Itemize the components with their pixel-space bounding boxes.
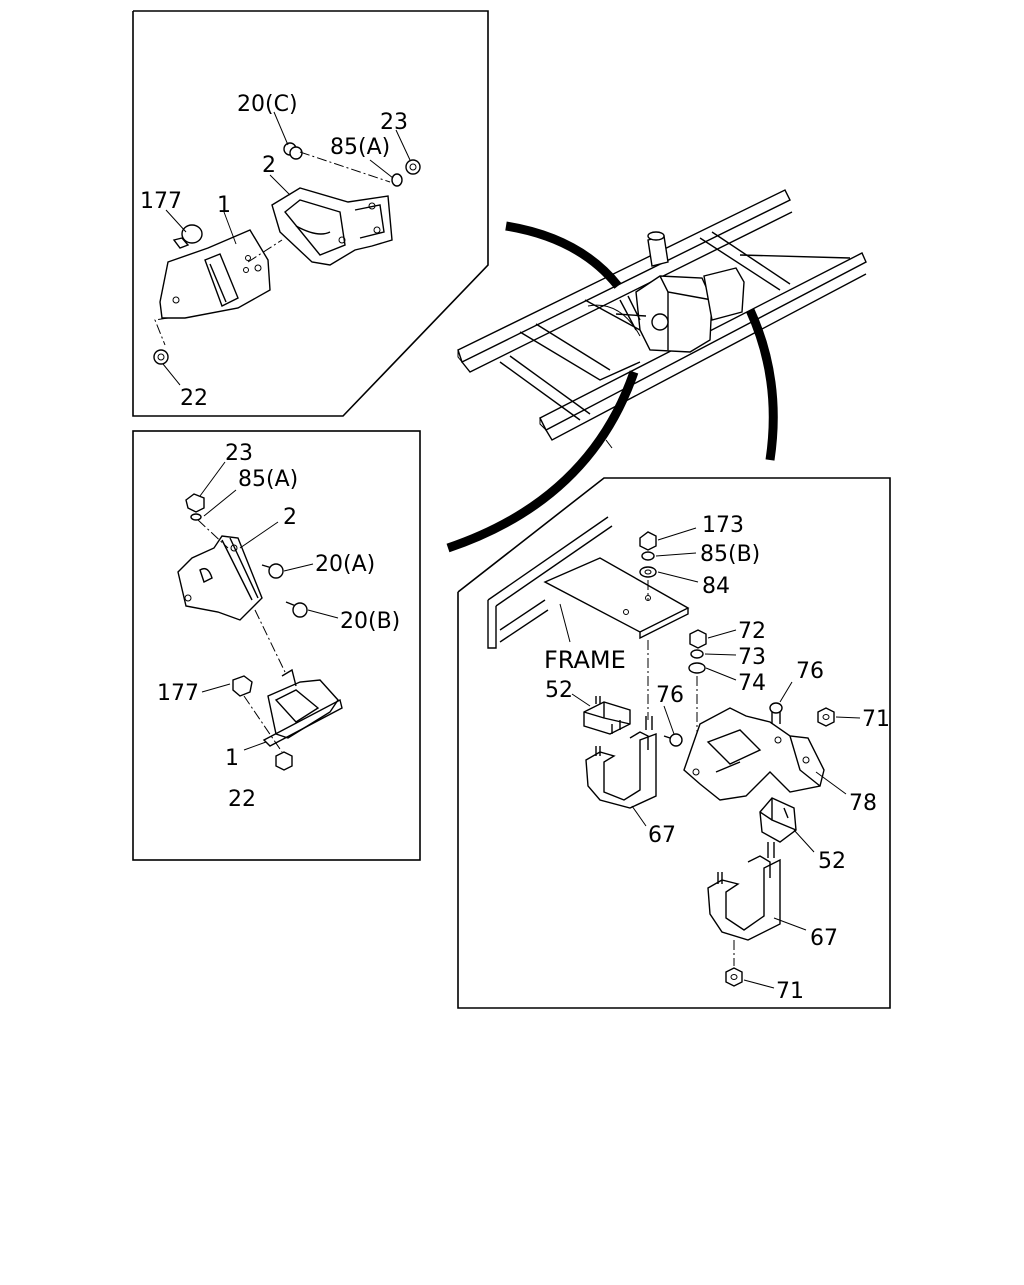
part-85a-washer-mid <box>190 513 202 521</box>
callout-22-mid: 22 <box>228 787 256 812</box>
part-73-washer <box>690 649 704 659</box>
panel-right-border <box>457 477 891 1009</box>
label-frame: FRAME <box>544 646 626 674</box>
callout-71-top: 71 <box>862 707 890 732</box>
part-20b-bolt <box>285 601 308 618</box>
part-72-nut <box>689 629 707 649</box>
vehicle-frame-overview <box>457 189 867 449</box>
callout-67-left: 67 <box>648 823 676 848</box>
callout-1: 1 <box>217 193 231 218</box>
pointer-arc-right <box>745 308 778 461</box>
part-78-crossmember <box>683 707 825 801</box>
callout-20b: 20(B) <box>340 609 400 634</box>
part-22-nut-mid <box>275 751 293 771</box>
part-52-insulator-right <box>759 797 797 843</box>
callout-85b: 85(B) <box>700 542 760 567</box>
pointer-arc-mid <box>446 370 639 553</box>
panel-mid-left-border <box>132 430 421 861</box>
callout-76-left: 76 <box>656 683 684 708</box>
pointer-arc-top <box>505 221 622 289</box>
part-22-nut-top <box>153 349 169 365</box>
part-71-nut-bottom <box>725 967 743 987</box>
part-2-bracket-top <box>271 187 393 266</box>
callout-72: 72 <box>738 619 766 644</box>
callout-74: 74 <box>738 671 766 696</box>
part-1-insulator-top <box>159 229 271 319</box>
callout-177-mid: 177 <box>157 681 199 706</box>
callout-73: 73 <box>738 645 766 670</box>
callout-76-right: 76 <box>796 659 824 684</box>
part-67-bracket-right <box>707 842 781 941</box>
part-20a-bolt <box>261 563 284 579</box>
frame-rail-section <box>487 516 690 649</box>
callout-1-mid: 1 <box>225 746 239 771</box>
part-173-nut <box>639 531 657 551</box>
callout-71-bottom: 71 <box>776 979 804 1004</box>
part-1-insulator-mid <box>262 668 343 747</box>
panel-top-left-border <box>132 10 489 417</box>
callout-85a: 85(A) <box>330 135 390 160</box>
part-84-washer <box>639 566 657 578</box>
part-76-bolt-right <box>769 702 783 724</box>
callout-67-right: 67 <box>810 926 838 951</box>
callout-2-mid: 2 <box>283 505 297 530</box>
part-23-nut-mid <box>185 493 205 513</box>
panel-mid-left: 23 85(A) 2 20(A) 20(B) 177 1 22 <box>132 430 421 861</box>
part-67-bracket-left <box>585 716 657 809</box>
part-177-bolt-mid <box>232 675 253 697</box>
part-71-nut-top <box>817 707 835 727</box>
callout-173: 173 <box>702 513 744 538</box>
part-85a-washer-top <box>391 173 403 187</box>
part-23-nut-top <box>405 159 421 175</box>
part-85b-washer <box>641 551 655 561</box>
callout-177: 177 <box>140 189 182 214</box>
part-20c-bolt <box>283 142 303 160</box>
callout-23-mid: 23 <box>225 441 253 466</box>
callout-23: 23 <box>380 110 408 135</box>
callout-84: 84 <box>702 574 730 599</box>
part-52-insulator-left <box>583 696 631 735</box>
part-2-bracket-mid <box>177 535 263 621</box>
callout-20c: 20(C) <box>237 92 298 117</box>
callout-85a-mid: 85(A) <box>238 467 298 492</box>
part-74-washer <box>688 662 706 674</box>
callout-52-left: 52 <box>545 678 573 703</box>
part-76-bolt-left <box>663 733 683 747</box>
part-177-bolt-top <box>172 224 203 249</box>
callout-78: 78 <box>849 791 877 816</box>
callout-20a: 20(A) <box>315 552 375 577</box>
callout-22: 22 <box>180 386 208 411</box>
callout-52-right: 52 <box>818 849 846 874</box>
panel-right: 173 85(B) 84 FRAME 72 73 74 52 76 76 71 … <box>457 477 891 1009</box>
panel-top-left: 20(C) 85(A) 23 2 177 1 22 <box>132 10 489 417</box>
callout-2: 2 <box>262 153 276 178</box>
